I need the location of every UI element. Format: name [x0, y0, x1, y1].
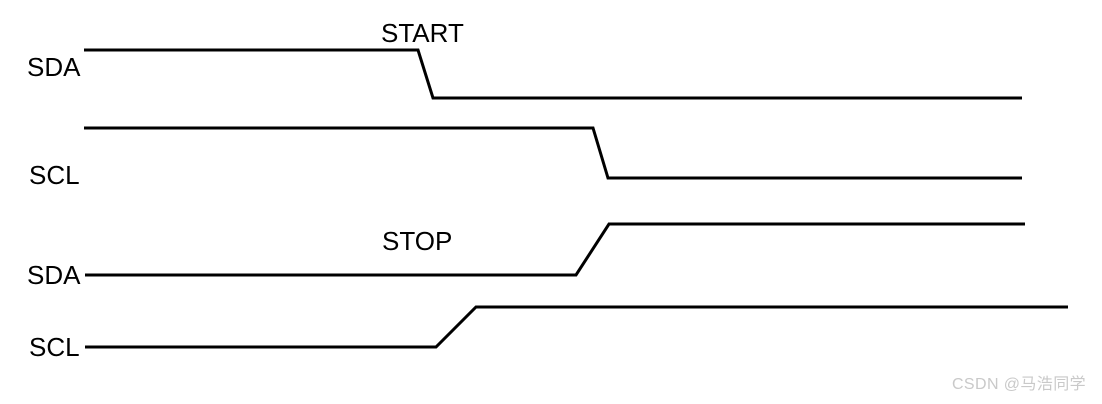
waveform-scl-start — [84, 126, 1022, 180]
waveform-sda-stop — [85, 222, 1025, 277]
event-label-start: START — [381, 18, 464, 48]
waveform-scl-stop — [85, 305, 1068, 349]
waveform-sda-start — [84, 48, 1022, 100]
event-label-stop: STOP — [382, 226, 453, 256]
signal-label-sda-start: SDA — [27, 52, 81, 82]
signal-label-scl-start: SCL — [29, 160, 80, 190]
watermark-text: CSDN @马浩同学 — [951, 376, 1086, 393]
signal-label-scl-stop: SCL — [29, 332, 80, 362]
signal-label-sda-stop: SDA — [27, 260, 81, 290]
